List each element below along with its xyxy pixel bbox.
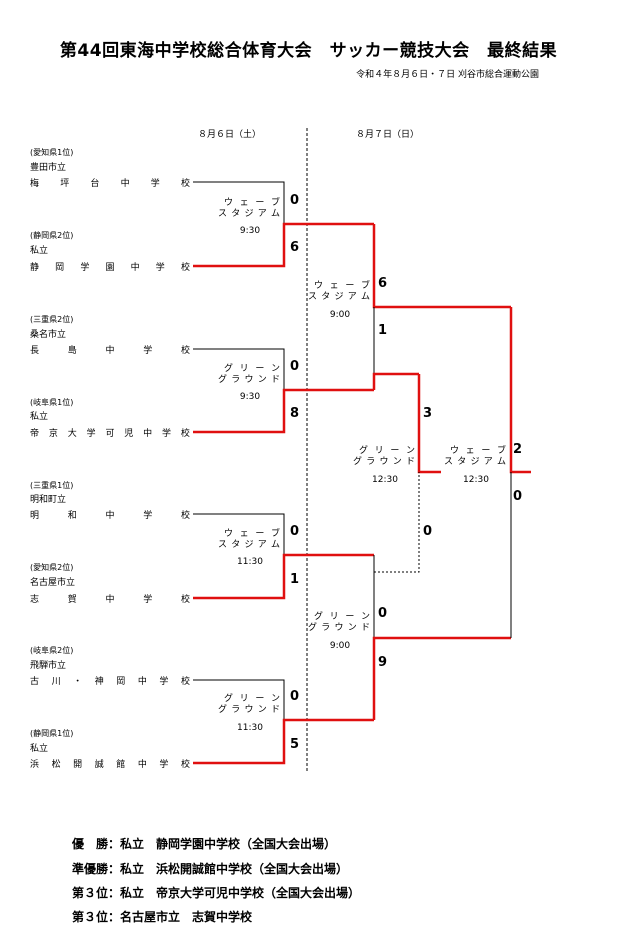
r1m3-winner-line <box>193 553 374 600</box>
match4-venue: グリーン グラウンド <box>218 694 280 716</box>
semifinal1-time: 9:00 <box>329 310 351 320</box>
third-place-score-bottom: 0 <box>423 524 433 539</box>
match2-score-bottom: 8 <box>290 406 300 421</box>
semifinal1-venue: ウェーブ スタジアム <box>308 281 370 303</box>
team3-school: 長島中学校 <box>30 346 190 356</box>
event-date-venue: 令和４年８月６日・７日 刈谷市総合運動公園 <box>356 70 539 80</box>
day2-header: ８月７日（日） <box>356 130 420 140</box>
team6-prefecture: (愛知県2位) <box>30 563 74 572</box>
match1-score-top: 0 <box>290 193 300 208</box>
final-score-bottom: 0 <box>513 489 523 504</box>
match3-score-top: 0 <box>290 524 300 539</box>
team8-prefecture: (静岡県1位) <box>30 729 74 738</box>
sf2-winner-line <box>372 636 511 720</box>
match1-venue: ウェーブ スタジアム <box>218 198 280 220</box>
sf1-loser-red <box>372 372 419 390</box>
result-third-place-2: 第３位：名古屋市立 志賀中学校 <box>72 910 253 924</box>
team5-city: 明和町立 <box>30 495 67 505</box>
match3-venue-line1: ウェーブ <box>224 529 280 539</box>
semifinal2-venue-line1: グリーン <box>314 612 370 622</box>
team6-school: 志賀中学校 <box>30 595 190 605</box>
semifinal2-time: 9:00 <box>329 641 351 651</box>
team3-prefecture: (三重県2位) <box>30 315 74 324</box>
team4-school: 帝京大学可児中学校 <box>30 429 190 439</box>
match3-venue: ウェーブ スタジアム <box>218 529 280 551</box>
match1-score-bottom: 6 <box>290 240 300 255</box>
final-time: 12:30 <box>463 475 489 485</box>
match2-venue-line1: グリーン <box>224 364 280 374</box>
match3-score-bottom: 1 <box>290 572 300 587</box>
semifinal2-score-bottom: 9 <box>378 655 388 670</box>
result-third-place-1: 第３位：私立 帝京大学可児中学校（全国大会出場） <box>72 886 361 900</box>
team5-school: 明和中学校 <box>30 511 190 521</box>
match1-time: 9:30 <box>239 226 261 236</box>
third-place-venue-line1: グリーン <box>359 446 415 456</box>
third-place-score-top: 3 <box>423 406 433 421</box>
match4-time: 11:30 <box>237 723 263 733</box>
team8-school: 浜松開誠館中学校 <box>30 760 190 770</box>
team2-school: 静岡学園中学校 <box>30 263 190 273</box>
semifinal1-score-top: 6 <box>378 276 388 291</box>
semifinal1-venue-line2: スタジアム <box>308 292 370 302</box>
team5-prefecture: (三重県1位) <box>30 481 74 490</box>
semifinal2-venue-line2: グラウンド <box>308 623 370 633</box>
r1m1-winner-line <box>193 222 374 268</box>
team7-city: 飛騨市立 <box>30 661 67 671</box>
r1m4-loser-line <box>193 679 285 720</box>
r1m3-loser-line <box>193 513 285 555</box>
final-venue-line1: ウェーブ <box>450 446 506 456</box>
day1-header: ８月６日（土） <box>198 130 262 140</box>
semifinal2-venue: グリーン グラウンド <box>308 612 370 634</box>
third-bottom-line <box>374 472 420 573</box>
match4-venue-line1: グリーン <box>224 694 280 704</box>
semifinal1-score-bottom: 1 <box>378 323 388 338</box>
team3-city: 桑名市立 <box>30 330 67 340</box>
third-place-time: 12:30 <box>372 475 398 485</box>
final-venue: ウェーブ スタジアム <box>444 446 506 468</box>
team6-city: 名古屋市立 <box>30 578 76 588</box>
match3-time: 11:30 <box>237 557 263 567</box>
third-place-venue-line2: グラウンド <box>353 457 415 467</box>
match1-venue-line2: スタジアム <box>218 209 280 219</box>
team8-city: 私立 <box>30 744 49 754</box>
match1-venue-line1: ウェーブ <box>224 198 280 208</box>
team1-city: 豊田市立 <box>30 163 67 173</box>
third-top-line <box>417 374 441 474</box>
match4-score-top: 0 <box>290 689 300 704</box>
r1m4-winner-line <box>193 718 374 765</box>
semifinal2-score-top: 0 <box>378 606 388 621</box>
match2-score-top: 0 <box>290 359 300 374</box>
team7-prefecture: (岐阜県2位) <box>30 646 74 655</box>
team4-prefecture: (岐阜県1位) <box>30 398 74 407</box>
match3-venue-line2: スタジアム <box>218 540 280 550</box>
page-title: 第44回東海中学校総合体育大会 サッカー競技大会 最終結果 <box>59 41 558 61</box>
match2-venue: グリーン グラウンド <box>218 364 280 386</box>
team7-school: 古川・神岡中学校 <box>30 677 190 687</box>
match4-venue-line2: グラウンド <box>218 705 280 715</box>
third-place-venue: グリーン グラウンド <box>353 446 415 468</box>
result-runner-up: 準優勝：私立 浜松開誠館中学校（全国大会出場） <box>72 862 349 876</box>
team2-prefecture: (静岡県2位) <box>30 231 74 240</box>
team1-school: 梅坪台中学校 <box>30 179 190 189</box>
final-venue-line2: スタジアム <box>444 457 506 467</box>
final-score-top: 2 <box>513 442 523 457</box>
team2-city: 私立 <box>30 246 49 256</box>
team1-prefecture: (愛知県1位) <box>30 148 74 157</box>
team4-city: 私立 <box>30 412 49 422</box>
r1m2-loser-line <box>193 348 285 390</box>
r1m1-loser-line <box>193 181 285 224</box>
match4-score-bottom: 5 <box>290 737 300 752</box>
match2-venue-line2: グラウンド <box>218 375 280 385</box>
result-champion: 優 勝：私立 静岡学園中学校（全国大会出場） <box>72 837 337 851</box>
sf1-winner-line <box>372 224 511 309</box>
match2-time: 9:30 <box>239 392 261 402</box>
r1m2-winner-line <box>193 388 374 434</box>
semifinal1-venue-line1: ウェーブ <box>314 281 370 291</box>
